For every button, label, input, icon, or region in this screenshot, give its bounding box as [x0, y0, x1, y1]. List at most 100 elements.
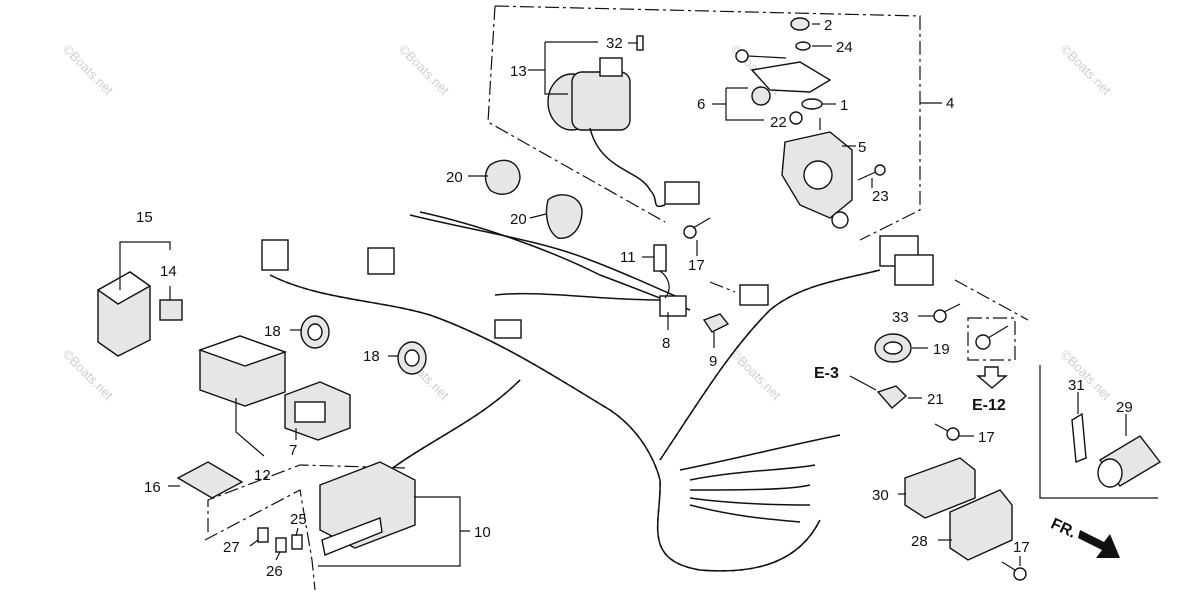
grommet-6 [751, 86, 771, 106]
relay-bracket-5 [781, 118, 853, 229]
callout-13: 13 [510, 63, 527, 80]
connector-right-2 [894, 254, 934, 286]
callout-labels: 32 13 2 24 6 1 22 4 5 23 20 20 15 14 11 … [136, 17, 1133, 580]
callout-30: 30 [872, 487, 889, 504]
wire-harness-8 [409, 211, 691, 317]
callout-12: 12 [254, 467, 271, 484]
fuse-subgroup-outline [204, 489, 316, 591]
clamp-20-upper [484, 159, 521, 195]
bolt-shaft [692, 217, 711, 229]
bracket-hole [803, 160, 833, 190]
connector-right-3 [739, 284, 769, 306]
solenoid-lead [589, 127, 666, 207]
bracket-21 [876, 385, 908, 409]
watermark: ©Boats.net [1058, 42, 1114, 98]
callout-29: 29 [1116, 399, 1133, 416]
leader-6 [712, 87, 764, 121]
clamp-20-lower [545, 194, 583, 239]
bolt-head [874, 164, 886, 176]
bolt-17-upper [683, 217, 711, 239]
callout-16: 16 [144, 479, 161, 496]
clamp-hole [404, 349, 420, 367]
harness-connectors [261, 235, 934, 339]
callout-17-mid: 17 [978, 429, 995, 446]
callout-18-left: 18 [264, 323, 281, 340]
guide-line-9 [709, 281, 736, 293]
leader-15 [119, 241, 171, 290]
fuse-box-cover [321, 517, 383, 556]
stay-plate [750, 61, 832, 93]
callout-19: 19 [933, 341, 950, 358]
clip-tail [659, 270, 670, 299]
lead-3 [689, 484, 811, 491]
inset-bracket [1039, 365, 1158, 499]
holder-28 [949, 489, 1013, 561]
trunk-right-branch [659, 269, 881, 461]
clamp-shape [484, 159, 521, 195]
cap-2 [790, 17, 810, 31]
callout-31: 31 [1068, 377, 1085, 394]
bolt-17-mid [934, 423, 960, 441]
bolt-shaft [1001, 561, 1016, 571]
callout-21: 21 [927, 391, 944, 408]
clip-shape [653, 244, 667, 272]
trunk-left-wrap [389, 379, 521, 471]
leader-13 [528, 41, 598, 95]
leader-e3 [849, 375, 877, 391]
fuse-box-body [319, 461, 416, 549]
group-outlines [204, 5, 1158, 591]
callout-28: 28 [911, 533, 928, 550]
leader-26 [275, 551, 281, 561]
fuse-25 [291, 534, 303, 550]
cover-30 [904, 457, 976, 519]
watermark: ©Boats.net [1058, 347, 1114, 403]
callout-17-upper: 17 [688, 257, 705, 274]
bolt-head [975, 334, 991, 350]
bracket-parts [735, 17, 832, 125]
trunk-wrap [269, 274, 821, 572]
bolt-e12 [975, 325, 1009, 350]
connector-left-1 [261, 239, 289, 271]
clip-shape [1071, 412, 1087, 463]
watermark: ©Boats.net [396, 42, 452, 98]
leader-10 [318, 496, 470, 567]
leader-12-7 [235, 398, 297, 457]
solenoid-connector [664, 181, 700, 205]
washer-24 [795, 41, 811, 51]
main-harness-trunk [269, 269, 881, 572]
connector-mid [494, 319, 522, 339]
relay-top [96, 271, 152, 305]
connector-7 [284, 381, 351, 441]
clip-31 [1071, 412, 1087, 463]
callout-15: 15 [136, 209, 153, 226]
callout-22: 22 [770, 114, 787, 131]
e12-arrow [976, 366, 1008, 389]
clamp-hole [883, 341, 903, 355]
callout-20-upper: 20 [446, 169, 463, 186]
bolt-33 [933, 303, 961, 323]
clamp-18-left [300, 315, 330, 349]
lead-5 [689, 504, 801, 523]
callout-24: 24 [836, 39, 853, 56]
callout-20-lower: 20 [510, 211, 527, 228]
down-arrow-icon [976, 366, 1008, 389]
callout-10: 10 [474, 524, 491, 541]
bracket-shape [876, 385, 908, 409]
leader-25 [295, 527, 299, 537]
watermark: ©Boats.net [60, 347, 116, 403]
sleeve-29 [1097, 435, 1162, 488]
callout-17-lower: 17 [1013, 539, 1030, 556]
harness-upper-branch [409, 214, 686, 301]
callout-32: 32 [606, 35, 623, 52]
bracket-tab [831, 211, 849, 229]
e12-box-outline [967, 317, 1016, 361]
callout-1: 1 [840, 97, 848, 114]
clip-shape [702, 313, 730, 333]
callout-27: 27 [223, 539, 240, 556]
ref-front: FR. [1048, 516, 1079, 542]
screw-head [735, 49, 749, 63]
clamp-19 [874, 333, 912, 363]
callout-11: 11 [620, 249, 636, 266]
